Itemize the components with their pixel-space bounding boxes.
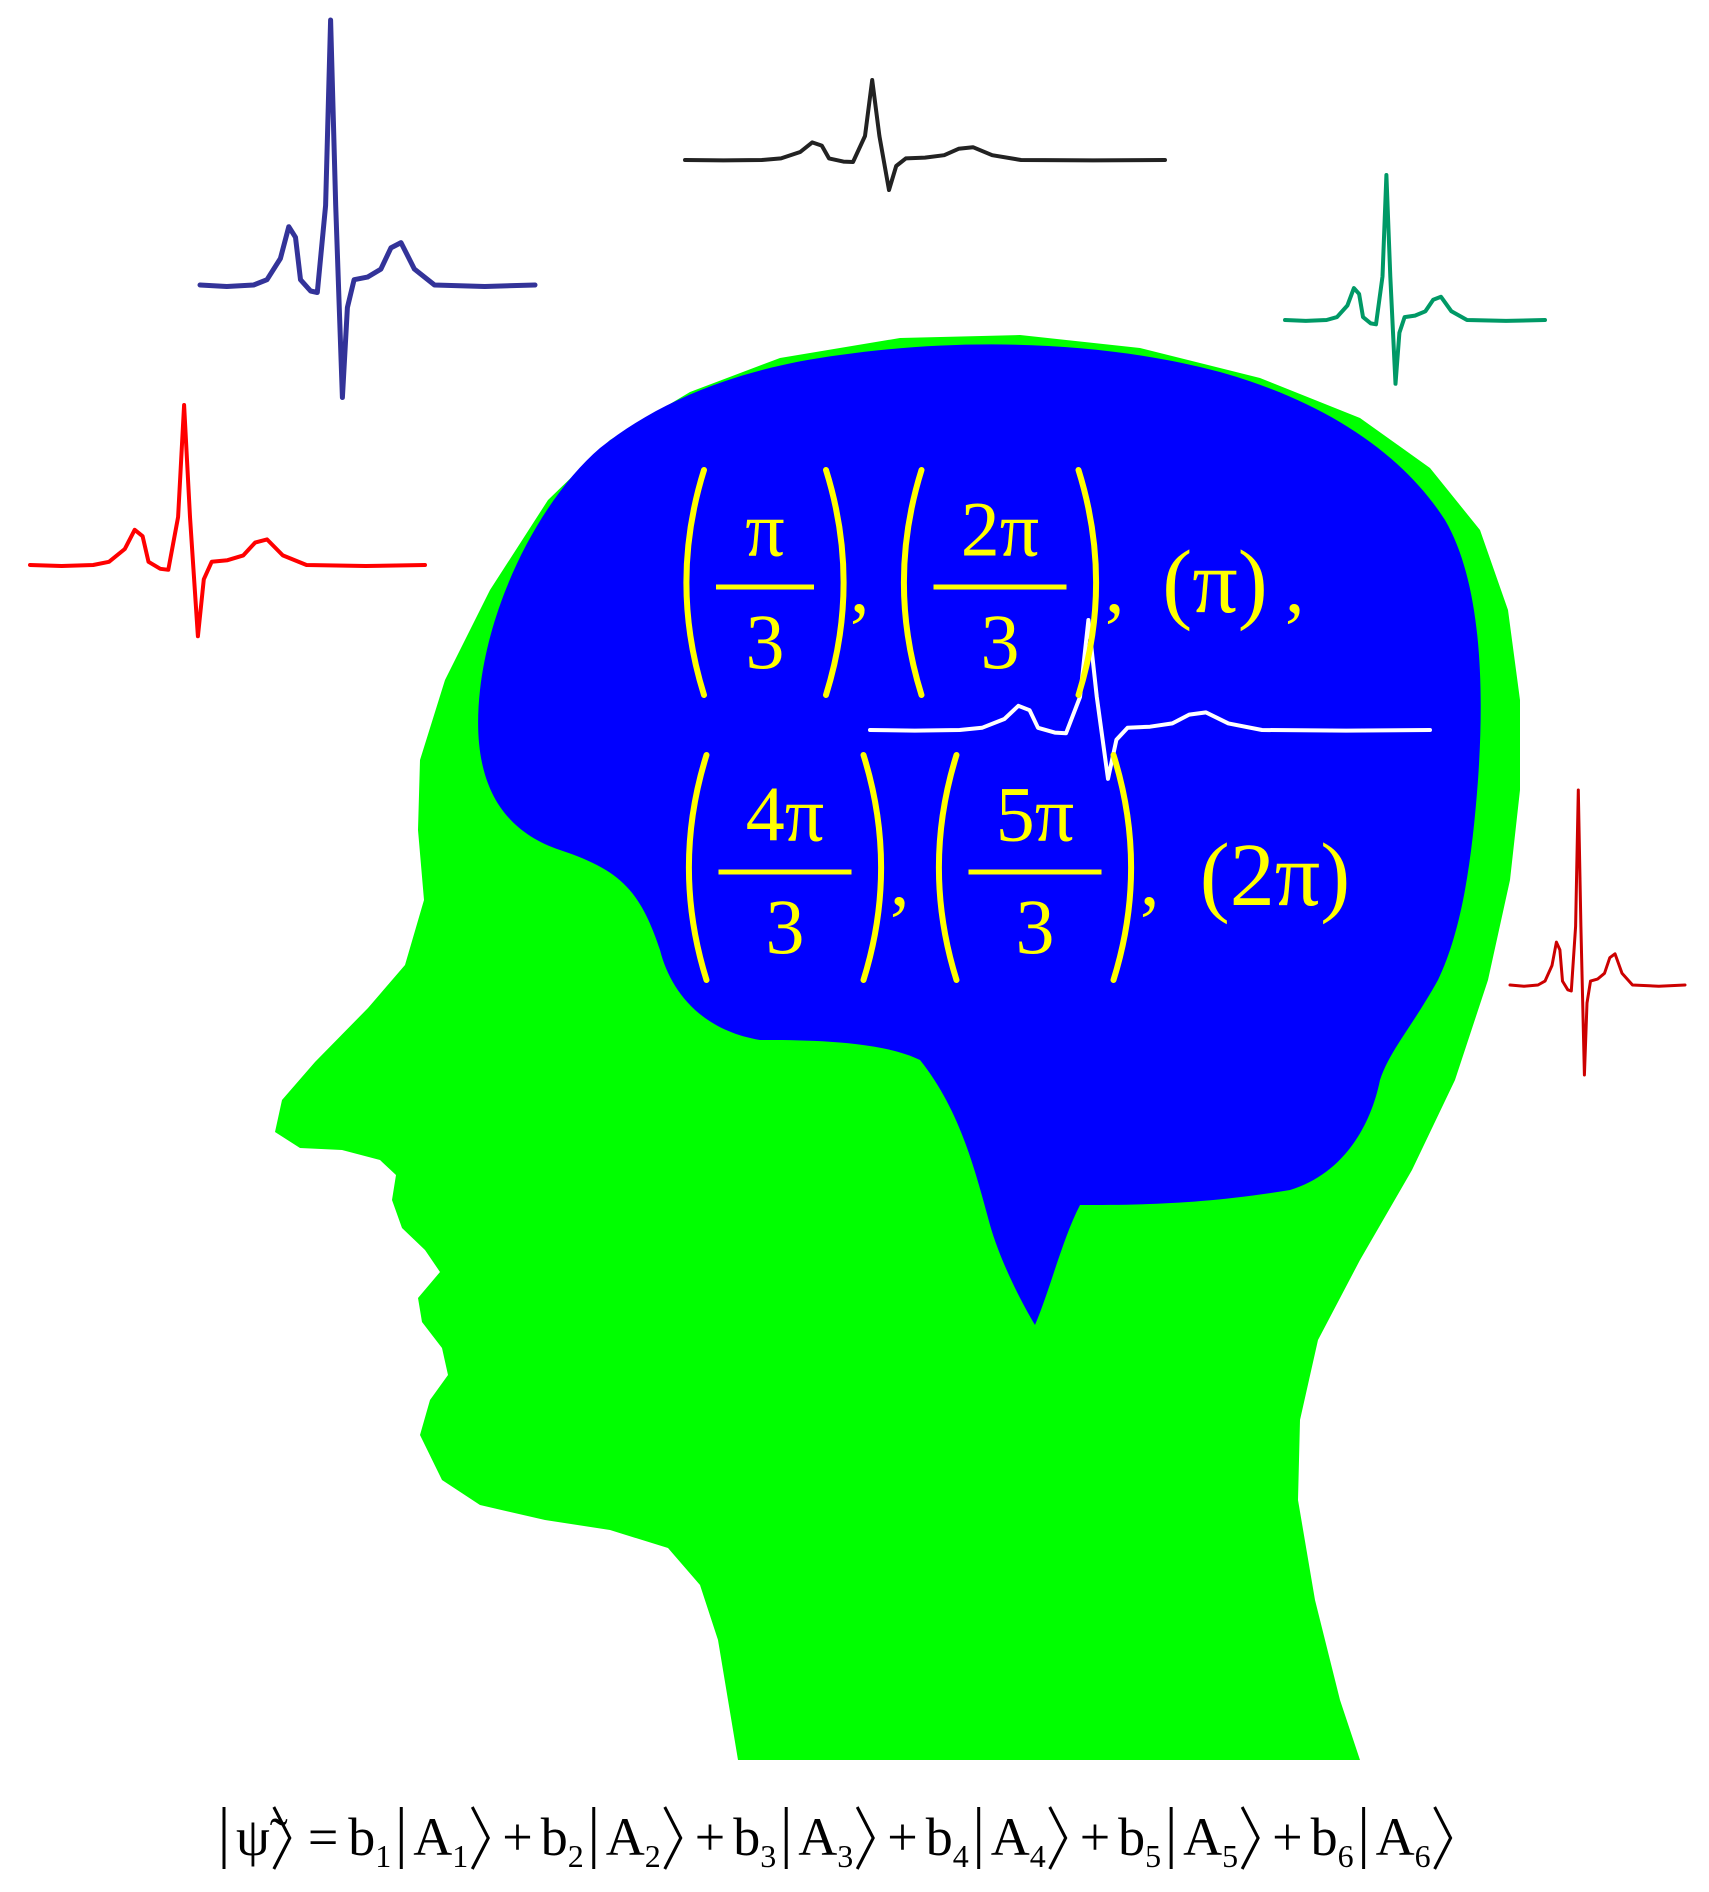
term-3-text: (π) <box>1162 533 1267 632</box>
formula-coef-b5: b <box>1118 1807 1145 1867</box>
formula-plus-4: + <box>887 1807 917 1867</box>
formula-state-A5: A <box>1183 1807 1222 1867</box>
term-5-left-paren <box>935 752 960 983</box>
formula-state-A2: A <box>606 1807 645 1867</box>
brain-math-terms: π3,2π3,(π),4π3,5π3,(2π) <box>683 467 1350 983</box>
ecg-wave-white <box>868 618 1432 781</box>
formula-state-A4: A <box>991 1807 1030 1867</box>
formula-coef-index-3: 3 <box>760 1838 776 1874</box>
formula-plus-5: + <box>1080 1807 1110 1867</box>
formula-coef-index-1: 1 <box>375 1838 391 1874</box>
term-1-right-paren <box>823 467 847 698</box>
term-5-denominator: 3 <box>1016 883 1055 970</box>
formula-coef-b6: b <box>1311 1807 1338 1867</box>
formula-plus-2: + <box>502 1807 532 1867</box>
formula-state-index-2: 2 <box>645 1838 661 1874</box>
formula-state-index-3: 3 <box>837 1838 853 1874</box>
formula-state-ket-3 <box>855 1806 875 1870</box>
term-5-separator: , <box>1140 835 1160 922</box>
formula-state-A3: A <box>798 1807 837 1867</box>
term-2-separator: , <box>1105 542 1125 629</box>
term-4-numerator: 4π <box>746 771 824 858</box>
formula-coef-b2: b <box>541 1807 568 1867</box>
term-6-text: (2π) <box>1200 826 1350 925</box>
formula-state-ket-2 <box>663 1806 683 1870</box>
term-1-denominator: 3 <box>746 598 785 685</box>
term-4-separator: , <box>890 835 910 922</box>
brain-shape <box>478 344 1481 1325</box>
formula-coef-index-6: 6 <box>1338 1838 1354 1874</box>
term-3-separator: , <box>1285 542 1305 629</box>
term-1-separator: , <box>850 542 870 629</box>
formula-coef-index-4: 4 <box>953 1838 969 1874</box>
formula-coef-b4: b <box>926 1807 953 1867</box>
ecg-wave-red <box>28 403 427 639</box>
formula-state-index-5: 5 <box>1222 1838 1238 1874</box>
term-5-right-paren <box>1110 752 1135 983</box>
formula-state-ket-6 <box>1433 1806 1453 1870</box>
ecg-wave-teal <box>1283 173 1547 386</box>
formula-coef-index-5: 5 <box>1145 1838 1161 1874</box>
ecg-wave-darkred <box>1508 788 1687 1077</box>
formula-state-A6: A <box>1376 1807 1415 1867</box>
term-4-right-paren <box>860 752 885 983</box>
formula-equals: = <box>308 1807 338 1867</box>
formula-psi-ket <box>272 1806 292 1870</box>
formula-state-ket-1 <box>470 1806 490 1870</box>
formula-state-ket-4 <box>1048 1806 1068 1870</box>
formula-state-index-1: 1 <box>452 1838 468 1874</box>
term-4-left-paren <box>685 752 710 983</box>
formula-coef-b3: b <box>733 1807 760 1867</box>
term-2-left-paren <box>900 467 925 698</box>
term-1-left-paren <box>683 467 707 698</box>
formula-coef-index-2: 2 <box>568 1838 584 1874</box>
term-1-numerator: π <box>745 486 784 573</box>
ecg-wave-black <box>683 78 1167 192</box>
formula-state-A1: A <box>413 1807 452 1867</box>
formula-plus-3: + <box>695 1807 725 1867</box>
term-4-denominator: 3 <box>766 883 805 970</box>
term-5-numerator: 5π <box>996 771 1074 858</box>
formula-plus-6: + <box>1272 1807 1302 1867</box>
formula-state-index-6: 6 <box>1415 1838 1431 1874</box>
formula-state-ket-5 <box>1240 1806 1260 1870</box>
term-2-denominator: 3 <box>981 598 1020 685</box>
formula-coef-b1: b <box>348 1807 375 1867</box>
ecg-wave-navy <box>197 17 538 400</box>
formula-state-index-4: 4 <box>1030 1838 1046 1874</box>
term-2-numerator: 2π <box>961 486 1039 573</box>
term-2-right-paren <box>1075 467 1100 698</box>
